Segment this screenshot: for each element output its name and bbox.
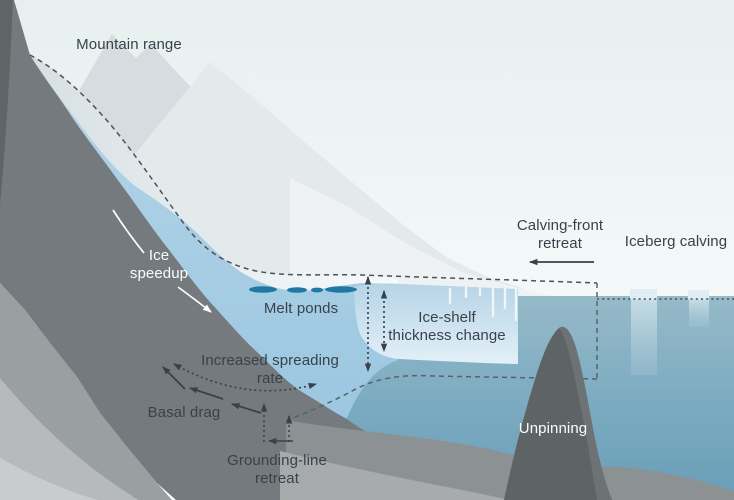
spreading-rate-label: Increased spreading rate	[201, 352, 339, 387]
shelf-thickness-label: Ice-shelf thickness change	[388, 309, 506, 344]
former-extent-dashed-line	[29, 54, 598, 422]
iceberg-calving-label: Iceberg calving	[624, 233, 728, 250]
spreading-rate-arrow	[173, 363, 318, 392]
unpinning-label: Unpinning	[518, 420, 588, 437]
grounding-line-markers	[260, 402, 293, 445]
annotation-arrows	[112, 209, 594, 445]
basal-drag-arrows	[162, 366, 262, 414]
mountain-range-label: Mountain range	[76, 36, 182, 53]
basal-drag-label: Basal drag	[147, 404, 221, 421]
ice-shelf	[354, 283, 518, 364]
calving-front-label: Calving-front retreat	[516, 217, 604, 252]
melt-ponds	[249, 286, 357, 293]
iceberg	[630, 289, 709, 375]
pinning-rock	[504, 326, 612, 500]
ice-speedup-arrow	[177, 286, 212, 313]
ice-speedup-label: Ice speedup	[129, 247, 189, 282]
seafloor	[280, 420, 734, 500]
melt-ponds-label: Melt ponds	[263, 300, 339, 317]
ice-speedup-arrow	[112, 209, 145, 254]
glacier	[30, 55, 398, 418]
shelf-crevasses	[448, 286, 518, 322]
grounding-line-label: Grounding-line retreat	[227, 452, 327, 487]
